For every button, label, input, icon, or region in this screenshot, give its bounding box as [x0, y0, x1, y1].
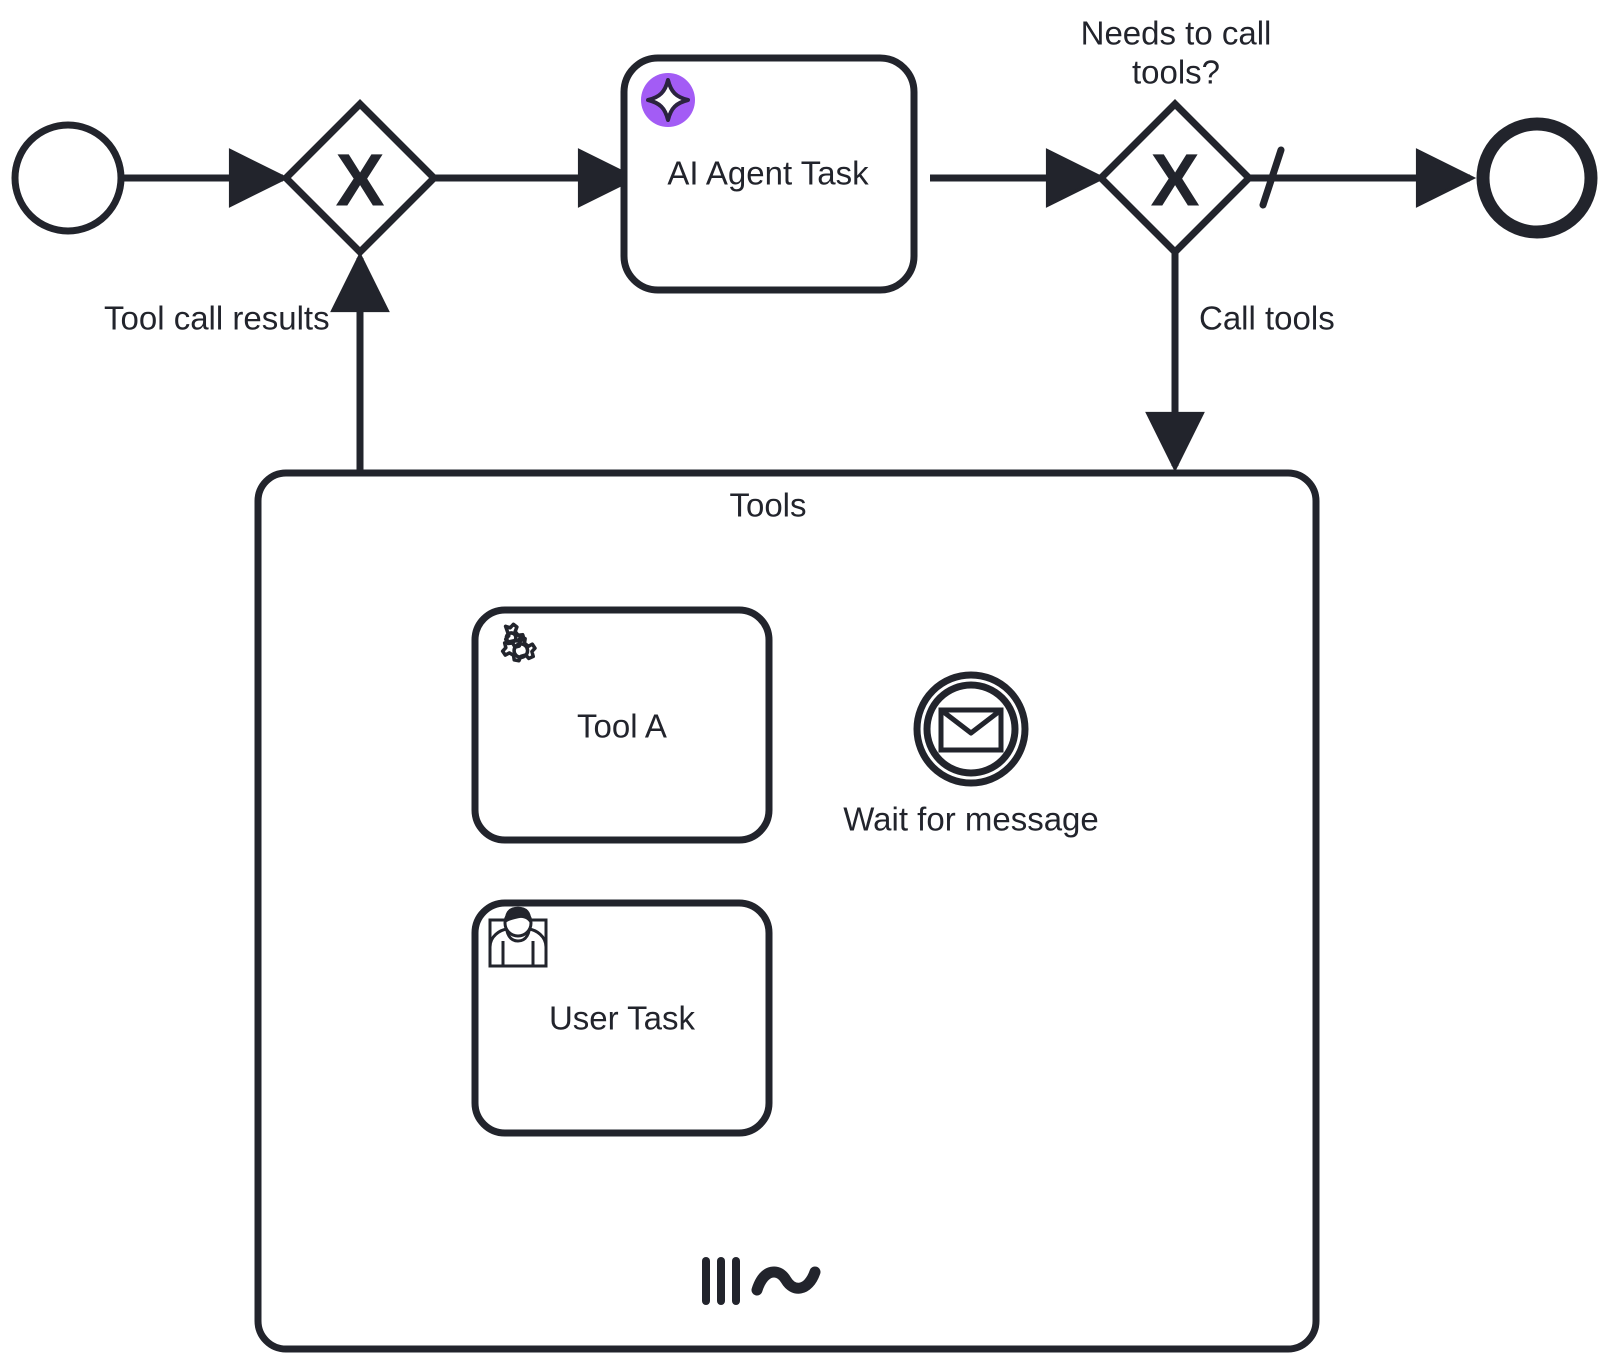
user-task-box[interactable] [471, 899, 773, 1137]
end-event-circle-thick-icon[interactable] [1476, 117, 1598, 239]
gateway-decision-label-line2: tools? [1132, 54, 1220, 91]
tools-subprocess[interactable]: Tools [254, 469, 1320, 1353]
user-icon [488, 906, 548, 968]
flow-decision-to-tools-label: Call tools [1199, 300, 1335, 337]
tool-a[interactable]: Tool A [471, 606, 773, 844]
ai-agent-task-box[interactable] [620, 54, 918, 294]
end-event[interactable] [1476, 117, 1598, 239]
user-task-label: User Task [549, 1000, 696, 1037]
gateway-join-diamond[interactable] [281, 99, 439, 257]
gateway-join-x-icon: X [335, 139, 384, 222]
ai-sparkle-icon [641, 73, 695, 127]
adhoc-tilde-icon [751, 1266, 821, 1296]
default-flow-slash-icon [1259, 146, 1285, 209]
tool-a-box[interactable] [471, 606, 773, 844]
flow-tools-to-join-label: Tool call results [104, 300, 330, 337]
user-task[interactable]: User Task [471, 899, 773, 1137]
gateway-decision[interactable]: X Needs to call tools? [1081, 15, 1272, 257]
wait-for-message[interactable]: Wait for message [843, 671, 1099, 838]
gateway-decision-x-icon: X [1150, 139, 1199, 222]
tool-a-label: Tool A [577, 708, 667, 745]
gateway-join[interactable]: X [281, 99, 439, 257]
start-event-circle-thin-icon[interactable] [11, 121, 125, 235]
start-event[interactable] [11, 121, 125, 235]
gears-icon [500, 622, 537, 663]
envelope-icon [938, 707, 1004, 753]
ai-agent-task[interactable]: AI Agent Task [620, 54, 918, 294]
ai-agent-task-label: AI Agent Task [667, 155, 869, 192]
tools-subprocess-border[interactable] [254, 469, 1320, 1353]
gateway-decision-label-line1: Needs to call [1081, 15, 1272, 52]
wait-for-message-label: Wait for message [843, 801, 1099, 838]
tools-subprocess-label: Tools [729, 487, 806, 524]
flow-decision-to-end [1246, 146, 1477, 209]
gateway-decision-diamond[interactable] [1096, 99, 1254, 257]
parallel-multi-instance-icon [702, 1257, 740, 1305]
